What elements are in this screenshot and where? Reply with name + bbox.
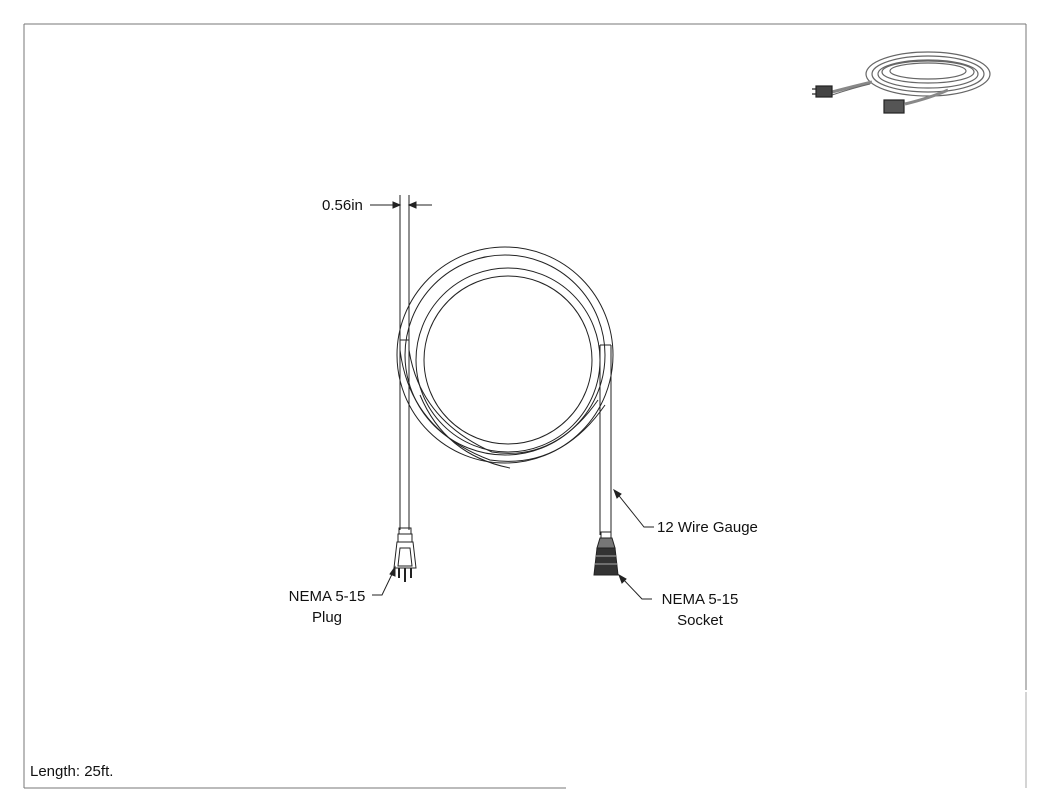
nema-socket	[593, 531, 619, 576]
leader-lines	[372, 488, 654, 600]
plug-callout-line1: NEMA 5-15	[288, 588, 366, 605]
cable-right-run	[599, 344, 612, 535]
length-note: Length: 25ft.	[30, 763, 114, 780]
plug-callout: NEMA 5-15 Plug	[282, 586, 372, 628]
dimension-width	[370, 195, 432, 340]
socket-callout: NEMA 5-15 Socket	[654, 589, 746, 631]
socket-callout-line2: Socket	[677, 612, 723, 629]
cable-coil	[396, 246, 614, 469]
drawing-frame	[23, 23, 1027, 789]
dimension-label: 0.56in	[322, 197, 363, 214]
thumbnail-coil	[812, 51, 991, 114]
plug-callout-line2: Plug	[311, 609, 343, 626]
wire-gauge-callout: 12 Wire Gauge	[657, 519, 758, 536]
nema-plug	[393, 527, 417, 582]
cable-left-run	[399, 339, 410, 530]
socket-callout-line1: NEMA 5-15	[661, 591, 739, 608]
